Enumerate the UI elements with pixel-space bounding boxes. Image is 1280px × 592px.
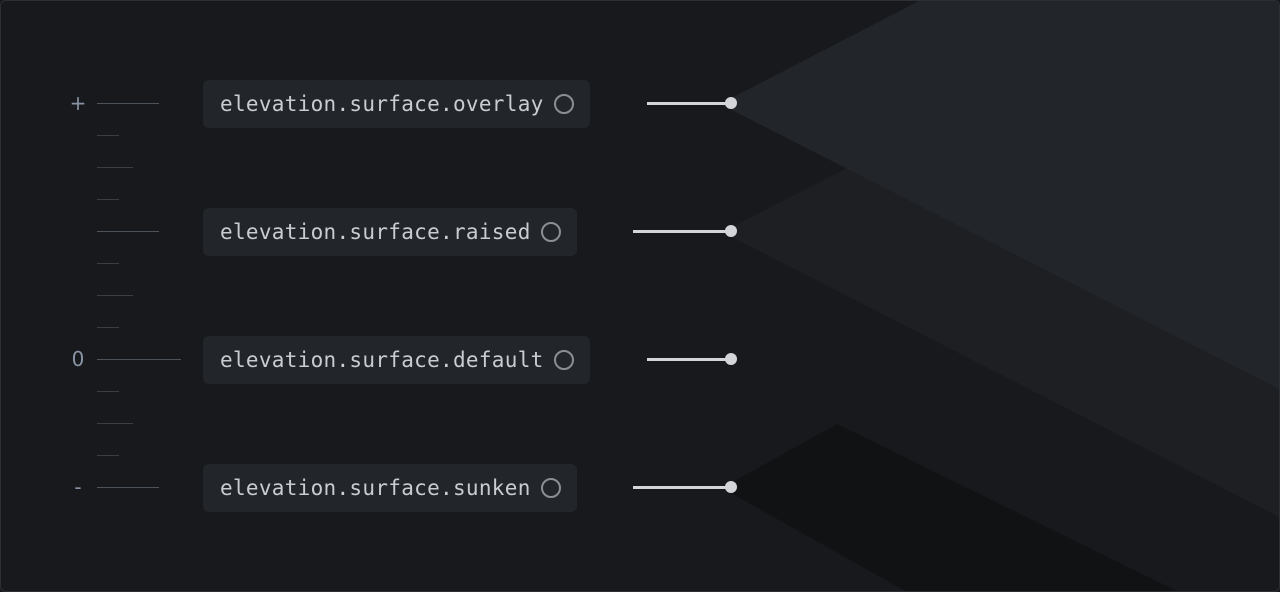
overlay-plane [720, 1, 1279, 389]
circle-outline-icon [553, 94, 574, 114]
ruler-minor-tick [97, 455, 119, 456]
ruler-minor-tick [97, 167, 133, 168]
ruler-major-tick [97, 359, 181, 360]
ruler-minor-tick [97, 423, 133, 424]
connector-dot [725, 353, 737, 365]
token-default: elevation.surface.default [203, 336, 590, 384]
connector-dot [725, 481, 737, 493]
sunken-plane [722, 424, 1177, 591]
token-label: elevation.surface.raised [220, 220, 531, 244]
connector-line [647, 102, 731, 105]
token-overlay: elevation.surface.overlay [203, 80, 590, 128]
circle-outline-icon [553, 350, 574, 370]
ruler-minor-tick [97, 135, 119, 136]
connector-line [647, 358, 731, 361]
token-label: elevation.surface.overlay [220, 92, 544, 116]
circle-outline-icon [540, 222, 561, 242]
token-label: elevation.surface.sunken [220, 476, 531, 500]
connector-line [633, 486, 731, 489]
ruler-minor-tick [97, 391, 119, 392]
ruler-major-tick [97, 103, 159, 104]
level-plus-label: + [69, 91, 87, 115]
level-minus-label: - [74, 475, 82, 499]
ruler-major-tick [97, 487, 159, 488]
connector-line [633, 230, 731, 233]
connector-dot [725, 97, 737, 109]
ruler-minor-tick [97, 199, 119, 200]
token-raised: elevation.surface.raised [203, 208, 577, 256]
level-zero-label: 0 [71, 347, 85, 371]
ruler-major-tick [97, 231, 159, 232]
ruler-minor-tick [97, 327, 119, 328]
connector-dot [725, 225, 737, 237]
circle-outline-icon [540, 478, 561, 498]
ruler-minor-tick [97, 295, 133, 296]
ruler-minor-tick [97, 263, 119, 264]
token-label: elevation.surface.default [220, 348, 544, 372]
token-sunken: elevation.surface.sunken [203, 464, 577, 512]
